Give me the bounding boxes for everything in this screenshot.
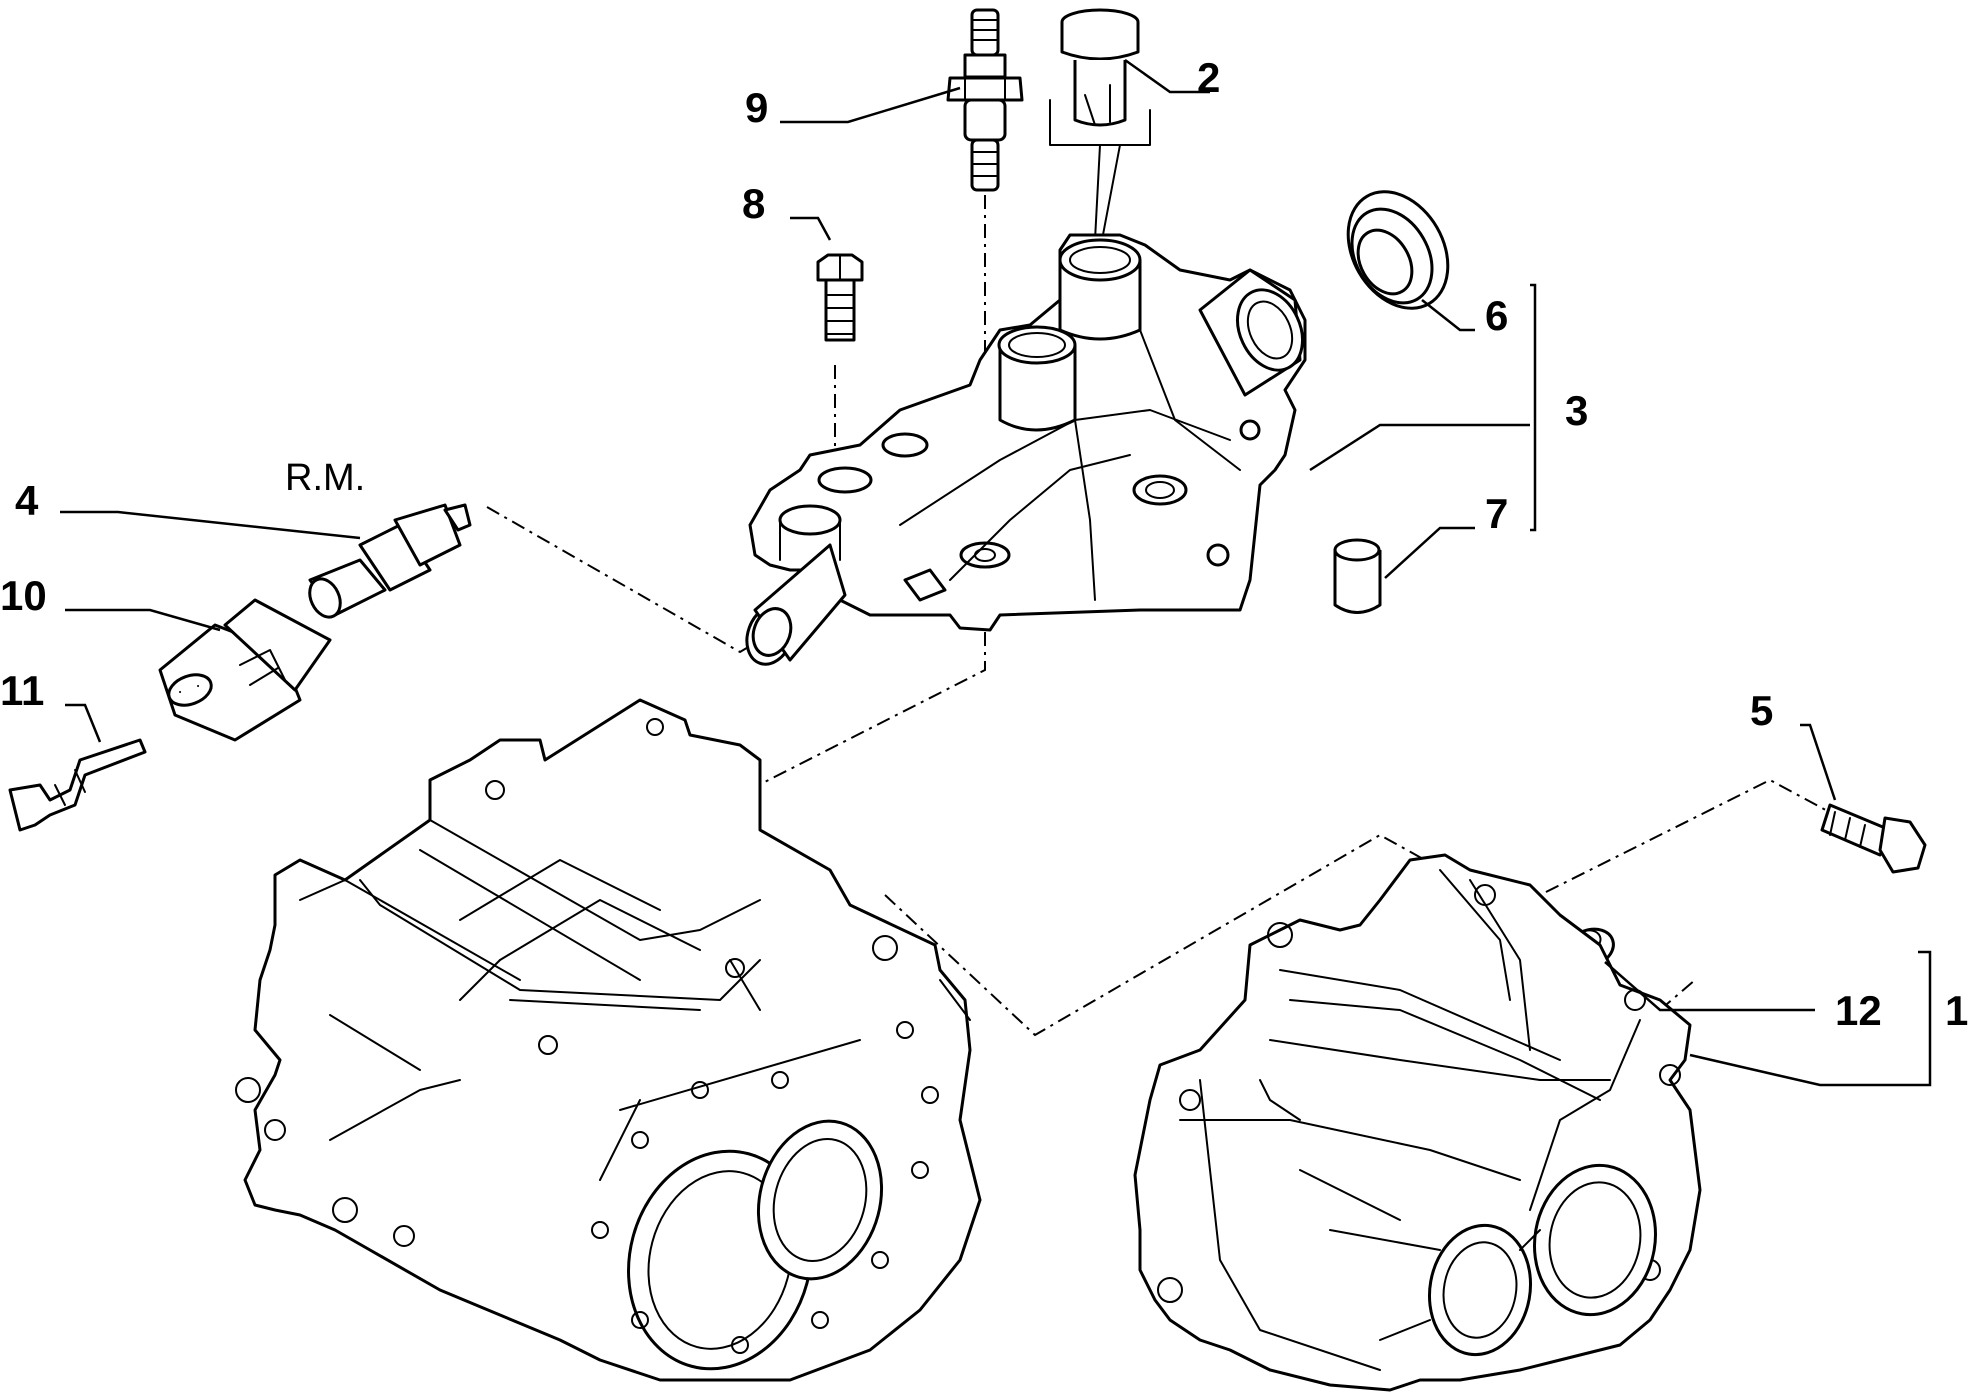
bolt-part-5 xyxy=(1820,803,1927,874)
callout-8: 8 xyxy=(742,180,765,227)
bolt-part-8 xyxy=(816,253,864,342)
leader-lines xyxy=(60,58,1932,1087)
gearbox-housing-left xyxy=(235,698,982,1382)
rm-note: R.M. xyxy=(285,457,365,499)
bush-part-7 xyxy=(1333,538,1382,614)
callout-7: 7 xyxy=(1485,490,1508,537)
stud-part-9 xyxy=(946,8,1024,192)
callout-labels: 9 2 8 6 3 7 4 R.M. 10 11 5 12 1 xyxy=(0,54,1968,1034)
gearbox-housing-right-part-1 xyxy=(1133,853,1702,1392)
cap-part-2 xyxy=(1049,8,1151,241)
callout-5: 5 xyxy=(1750,687,1773,734)
callout-9: 9 xyxy=(745,84,768,131)
callout-1: 1 xyxy=(1945,987,1968,1034)
connector-part-10 xyxy=(158,598,332,742)
callout-3: 3 xyxy=(1565,387,1588,434)
cover-housing-part-3 xyxy=(745,233,1307,666)
callout-4: 4 xyxy=(15,477,39,524)
callout-2: 2 xyxy=(1197,54,1220,101)
callout-12: 12 xyxy=(1835,987,1882,1034)
callout-10: 10 xyxy=(0,572,47,619)
seal-ring-part-6 xyxy=(1346,190,1450,310)
sensor-part-4 xyxy=(308,503,472,619)
callout-11: 11 xyxy=(0,667,44,714)
terminal-part-11 xyxy=(8,738,147,832)
callout-6: 6 xyxy=(1485,292,1508,339)
